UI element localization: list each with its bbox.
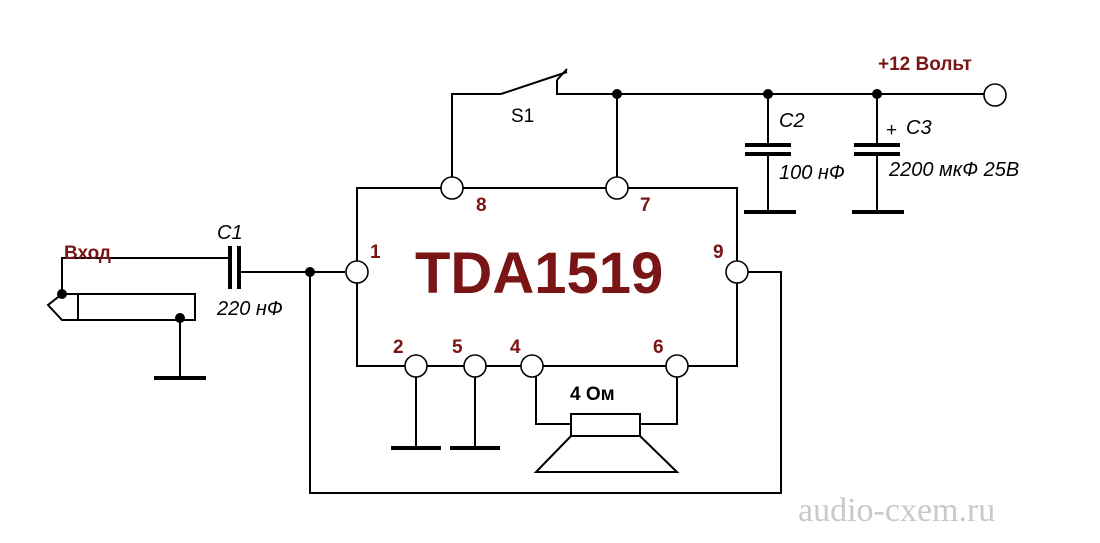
switch-s1-lever [500,71,568,95]
pin-7 [605,176,629,200]
c1-name: C1 [217,222,243,244]
pin-4 [520,354,544,378]
c2-name: C2 [779,110,805,132]
power-terminal [983,83,1007,107]
pin-5-number: 5 [452,337,463,358]
pin-8-number: 8 [476,195,487,216]
pin-9 [725,260,749,284]
pin-8 [440,176,464,200]
speaker-label: 4 Ом [570,384,615,405]
c3-name: C3 [906,117,932,139]
capacitor-c1 [225,246,345,289]
pin-6-number: 6 [653,337,664,358]
feedback-wire [309,271,782,494]
input-jack [46,257,225,380]
ground-pins [357,365,737,450]
junction-dot [612,89,622,99]
pin-2 [404,354,428,378]
pin-1-number: 1 [370,242,381,263]
switch-label: S1 [511,106,534,127]
pin-7-number: 7 [640,195,651,216]
watermark: audio-cxem.ru [798,492,995,529]
power-rail [451,68,1007,180]
speaker [533,377,680,473]
pin-2-number: 2 [393,337,404,358]
c2-value: 100 нФ [779,162,845,184]
chip-title: TDA1519 [415,241,663,306]
jack-body [77,293,196,321]
pin-6 [665,354,689,378]
capacitor-c2 [744,94,796,214]
capacitor-c3 [852,94,904,214]
c1-value: 220 нФ [216,298,283,320]
pin-5 [463,354,487,378]
speaker-magnet [570,413,641,437]
c3-value: 2200 мкФ 25В [888,159,1019,181]
pin-9-number: 9 [713,242,724,263]
input-label: Вход [64,243,111,264]
pin-4-number: 4 [510,337,521,358]
c3-polarity: + [886,120,897,141]
power-label: +12 Вольт [878,54,972,75]
pin-1 [345,260,369,284]
